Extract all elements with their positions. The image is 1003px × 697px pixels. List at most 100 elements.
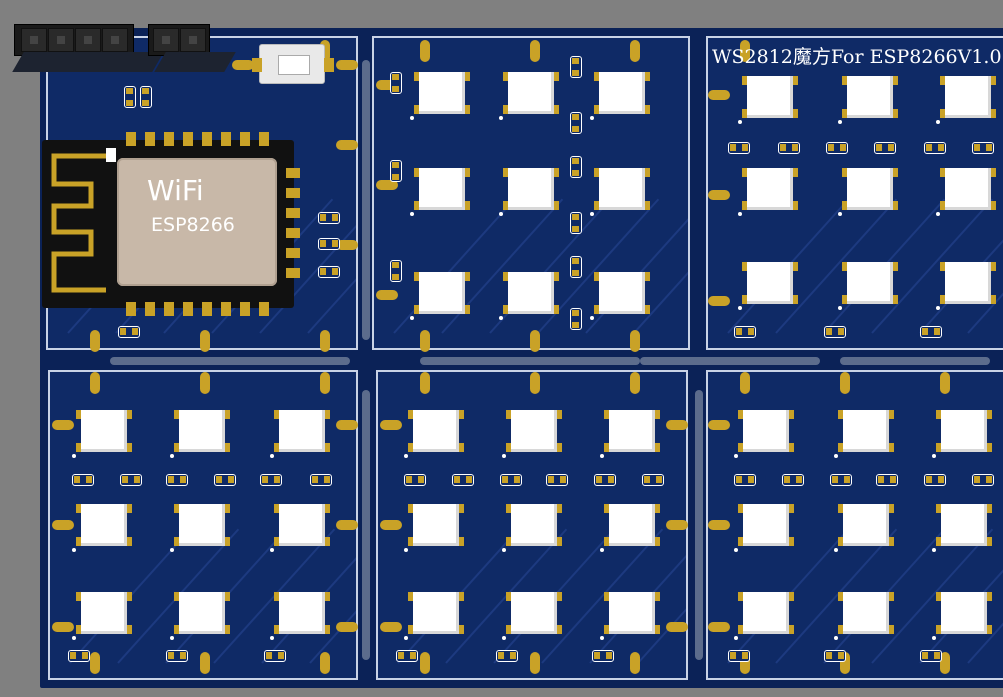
- ws2812-led: [170, 586, 230, 640]
- edge-pad: [708, 520, 730, 530]
- ws2812-led: [72, 498, 132, 552]
- smd-capacitor: [972, 474, 994, 486]
- edge-pad: [530, 40, 540, 62]
- ws2812-led: [499, 162, 559, 216]
- led-pad: [640, 168, 650, 177]
- led-pad: [982, 625, 992, 634]
- smd-capacitor: [826, 142, 848, 154]
- header-shadow: [154, 52, 236, 72]
- led-pad: [788, 76, 798, 85]
- led-pin1-mark: [834, 636, 838, 640]
- smd-capacitor: [824, 326, 846, 338]
- led-pad: [650, 592, 660, 601]
- led-pad: [788, 295, 798, 304]
- edge-pad: [740, 372, 750, 394]
- smd-capacitor: [924, 474, 946, 486]
- ws2812-led: [734, 586, 794, 640]
- edge-pad: [52, 420, 74, 430]
- smd-capacitor: [570, 212, 582, 234]
- ws2812-led: [270, 586, 330, 640]
- led-pad: [884, 443, 894, 452]
- led-pad: [784, 537, 794, 546]
- led-pin1-mark: [270, 548, 274, 552]
- led-pad: [640, 72, 650, 81]
- led-pad: [784, 592, 794, 601]
- edge-pad: [376, 80, 398, 90]
- smd-resistor: [140, 86, 152, 108]
- board-slot: [110, 357, 350, 365]
- led-pad: [982, 592, 992, 601]
- ws2812-led: [170, 404, 230, 458]
- led-pad: [640, 272, 650, 281]
- led-pad: [650, 443, 660, 452]
- led-pad: [320, 410, 330, 419]
- led-pad: [220, 625, 230, 634]
- edge-pad: [336, 140, 358, 150]
- led-body: [941, 504, 987, 546]
- led-pad: [640, 305, 650, 314]
- led-pad: [986, 168, 996, 177]
- led-pin1-mark: [404, 454, 408, 458]
- smd-capacitor: [570, 256, 582, 278]
- led-body: [508, 272, 554, 314]
- led-pin1-mark: [738, 120, 742, 124]
- edge-pad: [530, 372, 540, 394]
- board-title: WS2812魔方For ESP8266V1.0: [712, 46, 1002, 68]
- antenna-trace-icon: [51, 153, 106, 293]
- smd-capacitor: [310, 474, 332, 486]
- led-pad: [220, 592, 230, 601]
- led-body: [843, 504, 889, 546]
- led-pin1-mark: [72, 454, 76, 458]
- smd-capacitor: [876, 474, 898, 486]
- led-pin1-mark: [590, 116, 594, 120]
- led-body: [279, 504, 325, 546]
- led-pad: [122, 592, 132, 601]
- module-pad: [240, 302, 250, 316]
- edge-pad: [840, 372, 850, 394]
- edge-pad: [52, 622, 74, 632]
- led-pad: [650, 410, 660, 419]
- ws2812-led: [72, 586, 132, 640]
- led-pad: [982, 410, 992, 419]
- led-pad: [986, 262, 996, 271]
- tact-switch-icon: [252, 44, 334, 84]
- led-body: [81, 592, 127, 634]
- edge-pad: [376, 290, 398, 300]
- led-pin1-mark: [936, 212, 940, 216]
- led-pad: [220, 504, 230, 513]
- led-pad: [460, 168, 470, 177]
- led-pad: [888, 109, 898, 118]
- module-pad: [164, 132, 174, 146]
- smd-capacitor: [728, 650, 750, 662]
- led-body: [609, 504, 655, 546]
- led-pad: [884, 504, 894, 513]
- led-pin1-mark: [502, 636, 506, 640]
- led-pad: [122, 537, 132, 546]
- led-pin1-mark: [502, 454, 506, 458]
- led-pin1-mark: [838, 306, 842, 310]
- led-body: [413, 410, 459, 452]
- led-body: [609, 592, 655, 634]
- ws2812-led: [499, 66, 559, 120]
- led-body: [508, 168, 554, 210]
- led-pad: [552, 443, 562, 452]
- led-pad: [982, 504, 992, 513]
- module-pad: [221, 302, 231, 316]
- led-pad: [788, 201, 798, 210]
- led-pad: [454, 625, 464, 634]
- led-pad: [784, 410, 794, 419]
- edge-pad: [666, 420, 688, 430]
- smd-capacitor: [166, 474, 188, 486]
- module-pad: [126, 132, 136, 146]
- led-pin1-mark: [936, 120, 940, 124]
- led-pad: [320, 443, 330, 452]
- ws2812-led: [404, 404, 464, 458]
- header-pin: [180, 28, 206, 52]
- led-pin1-mark: [72, 548, 76, 552]
- edge-pad: [336, 420, 358, 430]
- led-pad: [650, 504, 660, 513]
- led-body: [419, 272, 465, 314]
- smd-capacitor: [72, 474, 94, 486]
- ws2812-led: [600, 498, 660, 552]
- module-pad: [286, 248, 300, 258]
